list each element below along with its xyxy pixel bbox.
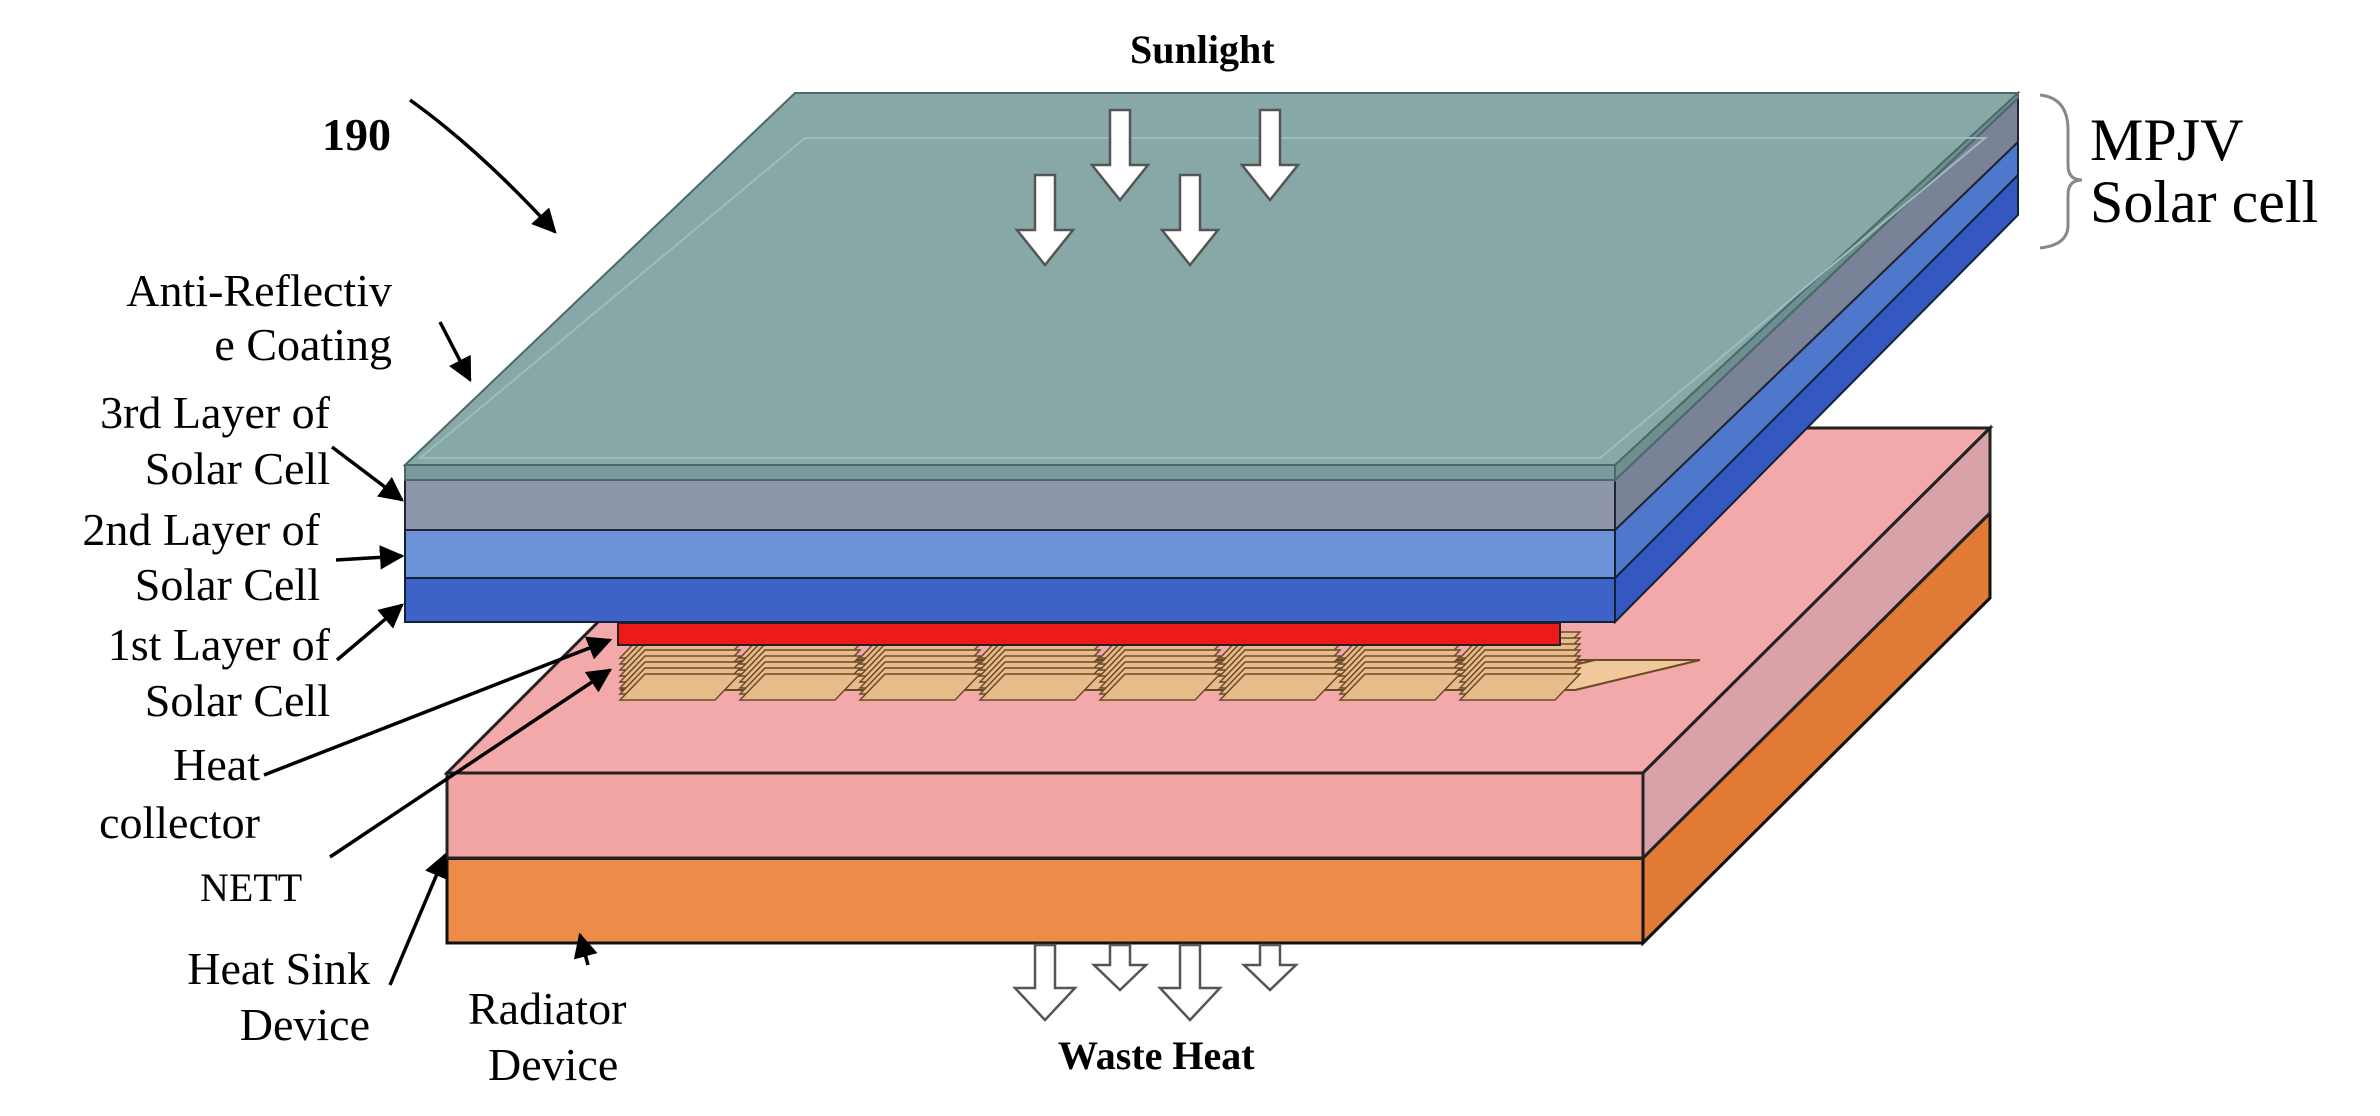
fin-plate	[1338, 673, 1462, 701]
anti-reflective-label-line2: e Coating	[214, 319, 392, 370]
fin-plate	[978, 673, 1102, 701]
heat-collector-label-line1: Heat	[173, 739, 260, 790]
nett-label: NETT	[200, 865, 303, 910]
fin-plate	[618, 673, 742, 701]
heat-collector-label-line2: collector	[99, 797, 260, 848]
solar-cell-stack	[402, 90, 2021, 625]
mpjv-label-line2: Solar cell	[2090, 169, 2319, 235]
fin-plate	[738, 673, 862, 701]
layer1-label-line2: Solar Cell	[144, 675, 330, 726]
waste-heat-arrows	[1012, 943, 1300, 1022]
waste-heat-label: Waste Heat	[1058, 1033, 1255, 1078]
layer1-label-line1: 1st Layer of	[107, 619, 330, 670]
fin-plate	[1098, 673, 1222, 701]
layer2-label-line1: 2nd Layer of	[82, 504, 320, 555]
mpjv-label-line1: MPJV	[2090, 107, 2244, 173]
layer2-label-line2: Solar Cell	[134, 559, 320, 610]
ref-number: 190	[322, 109, 391, 160]
fin-plate	[858, 673, 982, 701]
fin-plate	[1458, 673, 1582, 701]
fin-block	[1098, 631, 1222, 701]
mpjv-bracket	[2039, 93, 2083, 250]
fin-plate	[1218, 673, 1342, 701]
layer3-label-line2: Solar Cell	[144, 443, 330, 494]
sunlight-label: Sunlight	[1130, 27, 1275, 72]
sunlight-arrows	[1014, 108, 1301, 268]
anti-reflective-label-line1: Anti-Reflectiv	[126, 265, 392, 316]
layer3-label-line1: 3rd Layer of	[100, 387, 330, 438]
leader-lines	[263, 98, 613, 986]
radiator-label-line1: Radiator	[468, 983, 627, 1034]
heat-collector-plate	[617, 622, 1561, 646]
radiator-label-line2: Device	[488, 1039, 619, 1090]
heat-sink-label-line2: Device	[239, 999, 370, 1050]
heat-sink-label-line1: Heat Sink	[187, 943, 370, 994]
